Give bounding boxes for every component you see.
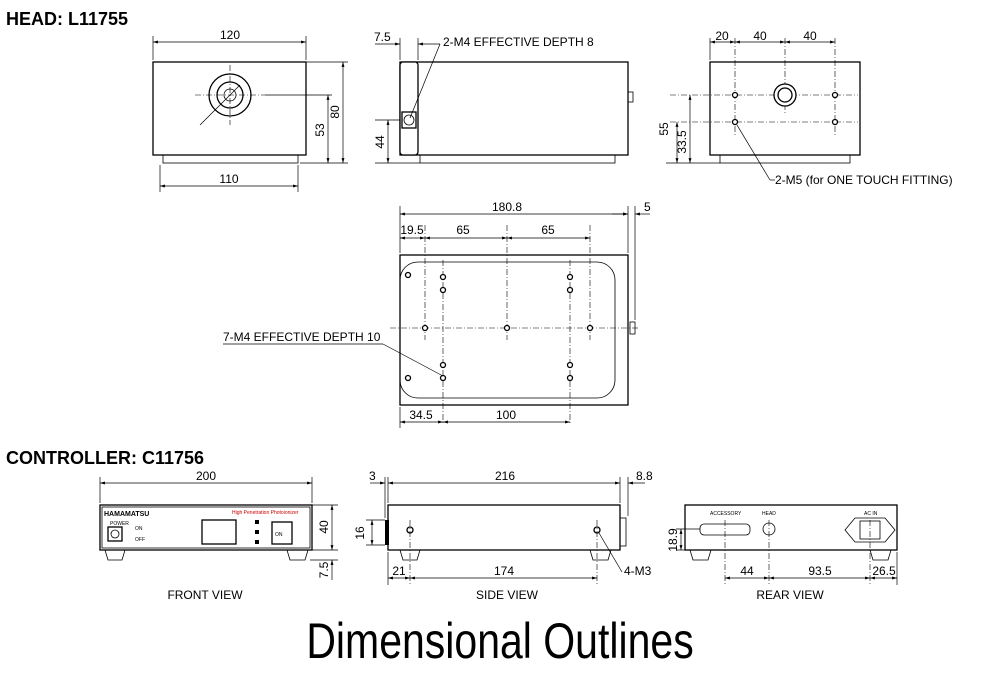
dim-head-center: 53 (313, 123, 327, 137)
head-title: HEAD: L11755 (6, 9, 128, 29)
dim-bottom-p1: 65 (456, 223, 470, 237)
power-on-label: ON (135, 526, 143, 532)
dim-fitting-height: 44 (373, 135, 387, 149)
head-side-view: 7.5 2-M4 EFFECTIVE DEPTH 8 44 (373, 30, 634, 164)
dim-ctrl-foot: 7.5 (317, 561, 331, 578)
dim-ctrl-height: 40 (317, 520, 331, 534)
head-port-label: HEAD (762, 511, 776, 517)
note-m4-depth10: 7-M4 EFFECTIVE DEPTH 10 (223, 330, 381, 344)
power-off-label: OFF (135, 537, 145, 543)
ac-inlet (844, 517, 896, 543)
rear-view-label: REAR VIEW (756, 588, 824, 602)
power-switch (107, 526, 123, 542)
power-label: POWER (110, 521, 129, 527)
on-button (271, 521, 293, 545)
dim-head-base: 110 (219, 172, 238, 186)
dim-bottom-o2: 34.5 (409, 408, 433, 422)
dim-bottom-p2: 65 (541, 223, 555, 237)
dim-rear-h: 18.9 (666, 528, 680, 552)
side-view-label: SIDE VIEW (476, 588, 539, 602)
dim-rear-d2c: 93.5 (808, 564, 832, 578)
front-view-label: FRONT VIEW (167, 588, 243, 602)
dim-bottom-length: 180.8 (492, 200, 522, 214)
dim-side-h: 16 (353, 526, 367, 540)
controller-rear-view: ACCESSORY HEAD AC IN 18.9 44 93.5 26.5 R… (666, 504, 898, 602)
dim-rear-d1c: 44 (740, 564, 754, 578)
accessory-label: ACCESSORY (710, 511, 742, 517)
head-rear-view: 20 40 40 55 33.5 2-M5 (for ONE TOUCH FIT… (657, 29, 953, 187)
controller-title: CONTROLLER: C11756 (6, 448, 204, 468)
dim-side-o1: 21 (392, 564, 406, 578)
head-bottom-view: 180.8 5 19.5 65 65 34.5 100 7-M4 EFFECTI… (223, 200, 651, 428)
footer-title: Dimensional Outlines (306, 613, 693, 669)
dim-side-d1: 3 (369, 469, 376, 483)
dim-rear-d3: 40 (803, 29, 817, 43)
product-name: High Penetration Photoionizer (232, 510, 299, 516)
controller-side-view: 3 216 8.8 16 21 174 4-M3 SIDE VIEW (353, 469, 653, 602)
display (201, 519, 237, 545)
dim-ctrl-width: 200 (196, 469, 216, 483)
dim-rear-h1: 55 (657, 122, 671, 136)
dim-knob: 5 (644, 200, 651, 214)
dim-rear-d1: 20 (715, 29, 729, 43)
note-m3: 4-M3 (624, 564, 652, 578)
dim-bottom-p3: 100 (496, 408, 516, 422)
dim-bottom-o1: 19.5 (400, 223, 424, 237)
dim-side-d2: 216 (495, 469, 515, 483)
dim-side-plate: 7.5 (374, 30, 391, 44)
note-m4-depth8: 2-M4 EFFECTIVE DEPTH 8 (443, 35, 594, 49)
head-front-view: 120 110 53 80 (152, 28, 348, 192)
dim-head-width: 120 (220, 28, 240, 42)
on-button-label: ON (275, 532, 283, 538)
dim-rear-h2: 33.5 (675, 130, 689, 154)
dim-side-o2: 174 (494, 564, 514, 578)
controller-front-view: HAMAMATSU High Penetration Photoionizer … (99, 469, 338, 602)
dim-head-height: 80 (328, 105, 342, 119)
note-m5-fitting: 2-M5 (for ONE TOUCH FITTING) (775, 173, 953, 187)
dim-rear-d2: 40 (753, 29, 767, 43)
dim-rear-d3c: 26.5 (872, 564, 896, 578)
brand-logo: HAMAMATSU (104, 511, 149, 518)
acin-label: AC IN (864, 511, 878, 517)
dim-side-d3: 8.8 (636, 469, 653, 483)
